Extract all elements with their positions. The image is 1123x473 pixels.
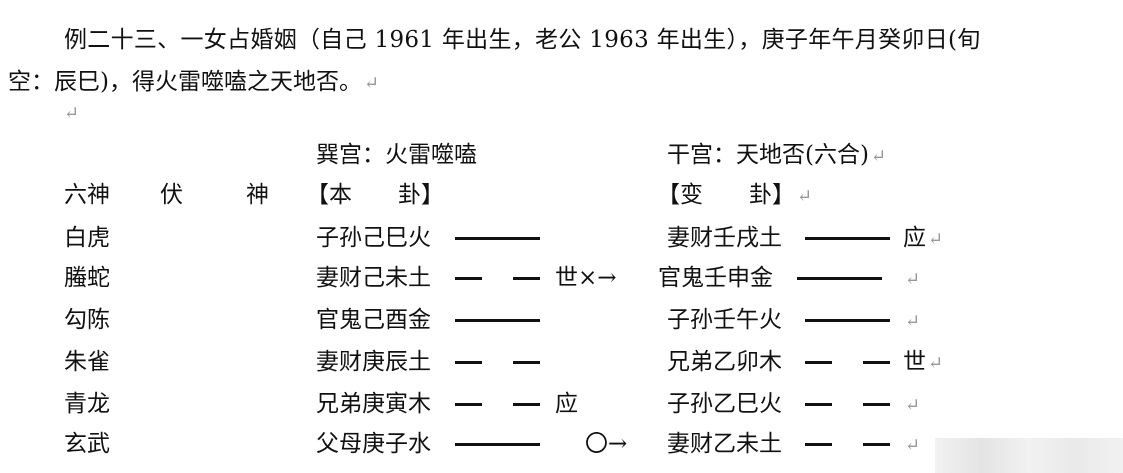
liushen-label: 白虎 bbox=[64, 225, 110, 251]
yao-segment bbox=[455, 237, 540, 240]
return-mark-icon: ↵ bbox=[928, 353, 944, 374]
return-mark-icon: ↵ bbox=[363, 73, 380, 94]
col-ben: 【本 卦】 bbox=[306, 182, 444, 208]
bian-line-text: 妻财乙未土 bbox=[667, 431, 782, 457]
return-mark-icon: ↵ bbox=[905, 435, 921, 456]
bian-mark: 世↵ bbox=[903, 348, 943, 378]
return-mark-icon: ↵ bbox=[870, 146, 887, 167]
ben-yao-line bbox=[455, 319, 540, 322]
yao-segment bbox=[863, 361, 890, 364]
ben-mark: 〇→ bbox=[585, 431, 628, 457]
yao-segment bbox=[797, 277, 882, 280]
col-liushen: 六神 bbox=[64, 182, 110, 208]
col-bian: 【变 卦】↵ bbox=[657, 181, 812, 211]
liushen-label: 勾陈 bbox=[64, 307, 110, 333]
ben-line-text: 妻财己未土 bbox=[316, 265, 431, 291]
ben-yao-line bbox=[455, 361, 540, 364]
ben-line-text: 兄弟庚寅木 bbox=[316, 391, 431, 417]
bian-palace-text: 干宫：天地否(六合) bbox=[667, 142, 869, 168]
yao-segment bbox=[455, 277, 482, 280]
ben-line-text: 官鬼己酉金 bbox=[316, 307, 431, 333]
watermark bbox=[935, 438, 1123, 473]
bian-yao-line bbox=[797, 277, 882, 280]
bian-line-text: 兄弟乙卯木 bbox=[667, 349, 782, 375]
return-mark-icon: ↵ bbox=[905, 311, 921, 332]
return-mark-icon: ↵ bbox=[928, 229, 944, 250]
yao-segment bbox=[805, 361, 832, 364]
bian-line-text: 官鬼壬申金 bbox=[658, 265, 773, 291]
ben-line-text: 父母庚子水 bbox=[316, 431, 431, 457]
liushen-label: 玄武 bbox=[64, 431, 110, 457]
bian-line-text: 子孙乙巳火 bbox=[667, 391, 782, 417]
ben-line-text: 子孙己巳火 bbox=[316, 225, 431, 251]
yao-segment bbox=[805, 443, 832, 446]
ben-palace-title: 巽宫：火雷噬嗑 bbox=[316, 142, 477, 168]
ben-yao-line bbox=[455, 237, 540, 240]
bian-mark-text: 应 bbox=[903, 225, 926, 251]
yao-segment bbox=[455, 361, 482, 364]
bian-palace-title: 干宫：天地否(六合)↵ bbox=[667, 141, 886, 171]
bian-line-text: 妻财壬戌土 bbox=[667, 225, 782, 251]
ben-mark: 世×→ bbox=[555, 265, 617, 291]
bian-mark: ↵ bbox=[903, 390, 920, 420]
bian-mark-text: 世 bbox=[903, 349, 926, 375]
return-mark-icon: ↵ bbox=[905, 269, 921, 290]
bian-mark: 应↵ bbox=[903, 224, 943, 254]
paragraph-text: 空：辰巳)，得火雷噬嗑之天地否。 bbox=[8, 69, 362, 95]
col-fushen-1: 伏 bbox=[160, 182, 183, 208]
yao-segment bbox=[513, 277, 540, 280]
yao-segment bbox=[455, 443, 540, 446]
ben-line-text: 妻财庚辰土 bbox=[316, 349, 431, 375]
ben-yao-line bbox=[455, 277, 540, 280]
yao-segment bbox=[455, 403, 482, 406]
paragraph-line-1: 例二十三、一女占婚姻（自己 1961 年出生，老公 1963 年出生），庚子年午… bbox=[64, 27, 981, 53]
return-mark-icon: ↵ bbox=[64, 103, 80, 124]
yao-segment bbox=[455, 319, 540, 322]
ben-yao-line bbox=[455, 403, 540, 406]
liushen-label: 螣蛇 bbox=[64, 265, 110, 291]
yao-segment bbox=[805, 237, 890, 240]
bian-yao-line bbox=[805, 237, 890, 240]
paragraph-line-2: 空：辰巳)，得火雷噬嗑之天地否。↵ bbox=[8, 68, 379, 98]
yao-segment bbox=[805, 319, 890, 322]
yao-segment bbox=[513, 403, 540, 406]
bian-mark: ↵ bbox=[903, 264, 920, 294]
bian-mark: ↵ bbox=[903, 306, 920, 336]
ben-mark: 应 bbox=[555, 391, 578, 417]
bian-yao-line bbox=[805, 403, 890, 406]
return-mark-icon: ↵ bbox=[905, 395, 921, 416]
bian-yao-line bbox=[805, 319, 890, 322]
yao-segment bbox=[513, 361, 540, 364]
col-fushen-2: 神 bbox=[246, 182, 269, 208]
yao-segment bbox=[805, 403, 832, 406]
bian-mark: ↵ bbox=[903, 430, 920, 460]
col-bian-text: 【变 卦】 bbox=[657, 182, 795, 208]
bian-yao-line bbox=[805, 443, 890, 446]
bian-yao-line bbox=[805, 361, 890, 364]
yao-segment bbox=[863, 443, 890, 446]
yao-segment bbox=[863, 403, 890, 406]
ben-yao-line bbox=[455, 443, 540, 446]
liushen-label: 朱雀 bbox=[64, 349, 110, 375]
bian-line-text: 子孙壬午火 bbox=[667, 307, 782, 333]
return-mark-icon: ↵ bbox=[797, 186, 813, 207]
liushen-label: 青龙 bbox=[64, 391, 110, 417]
